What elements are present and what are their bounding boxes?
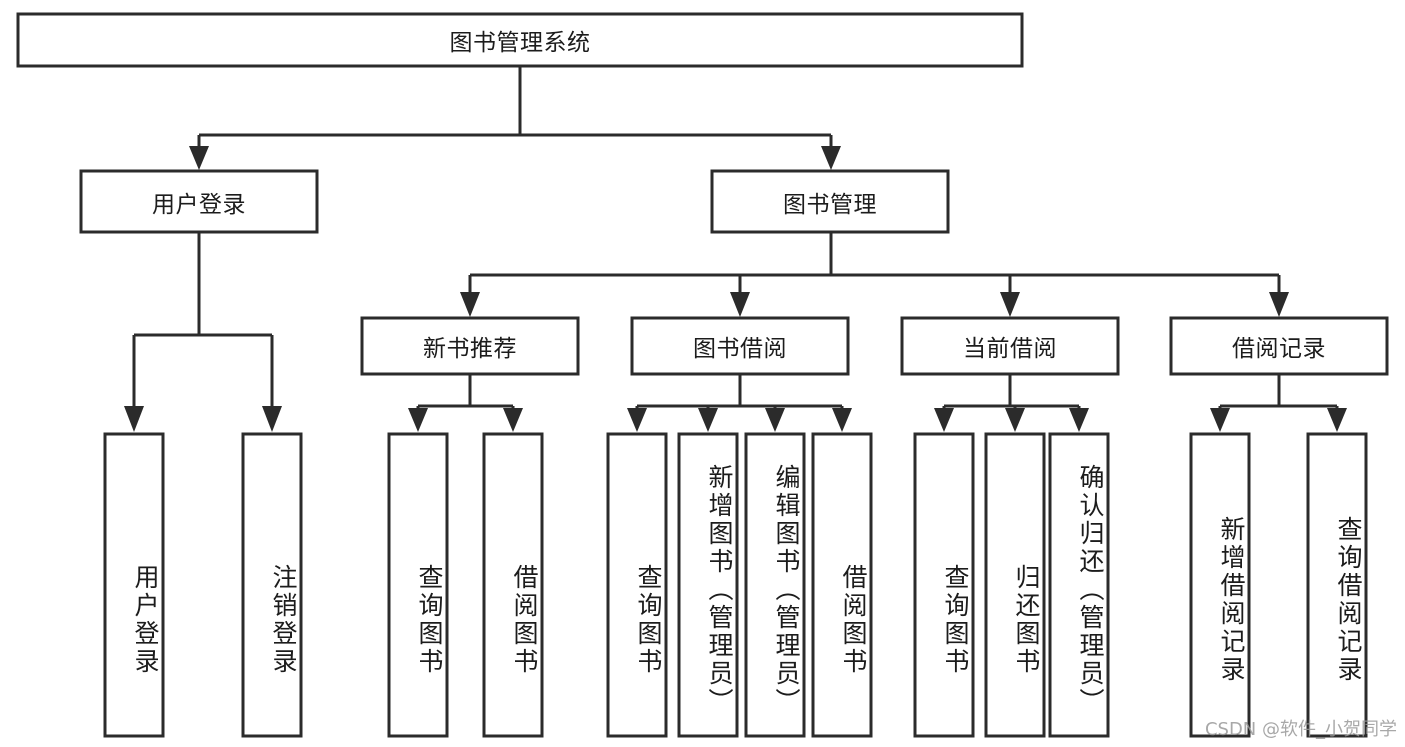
arrow-head-leaf-add-book [698, 408, 718, 432]
leaf-box-query-book-1[interactable] [387, 432, 449, 738]
leaf-box-query-book-2[interactable] [606, 432, 668, 738]
leaf-box-query-record[interactable] [1306, 432, 1368, 738]
arrow-head-leaf-edit-book [765, 408, 785, 432]
leaf-box-user-login[interactable] [103, 432, 165, 738]
arrow-head-new-book-recommend [460, 292, 480, 317]
node-box-book-management[interactable] [710, 169, 950, 234]
arrow-head-leaf-confirm-return [1069, 408, 1089, 432]
arrow-head-leaf-query-record [1327, 408, 1347, 432]
leaf-box-add-book[interactable] [677, 432, 739, 738]
arrow-head-leaf-query-book-1 [408, 408, 428, 432]
arrow-head-leaf-query-book-2 [627, 408, 647, 432]
arrow-head-leaf-return-book [1005, 408, 1025, 432]
arrow-head-leaf-borrow-book-1 [503, 408, 523, 432]
arrow-head-book-mgmt [821, 146, 841, 170]
arrow-head-user-login [189, 146, 209, 170]
node-box-current-borrow[interactable] [900, 316, 1120, 376]
leaf-box-edit-book[interactable] [744, 432, 806, 738]
node-box-borrow-record[interactable] [1169, 316, 1389, 376]
arrow-head-leaf-borrow-book-2 [832, 408, 852, 432]
leaf-box-logout[interactable] [241, 432, 303, 738]
leaf-box-confirm-return[interactable] [1048, 432, 1110, 738]
arrow-head-borrow-record [1269, 292, 1289, 317]
arrow-head-leaf-user-login [124, 406, 144, 432]
node-box-book-borrow[interactable] [630, 316, 850, 376]
leaf-box-query-book-3[interactable] [913, 432, 975, 738]
node-box-new-book-recommend[interactable] [360, 316, 580, 376]
leaf-box-borrow-book-2[interactable] [811, 432, 873, 738]
arrow-head-leaf-query-book-3 [934, 408, 954, 432]
arrow-head-book-borrow [730, 292, 750, 317]
node-box-user-login[interactable] [79, 169, 319, 234]
csdn-watermark: CSDN @软件_小贺同学 [1204, 719, 1397, 740]
arrow-head-leaf-add-record [1210, 408, 1230, 432]
arrow-head-leaf-logout [262, 406, 282, 432]
leaf-box-add-record[interactable] [1189, 432, 1251, 738]
node-box-root[interactable] [16, 12, 1024, 68]
leaf-box-borrow-book-1[interactable] [482, 432, 544, 738]
arrow-head-current-borrow [1000, 292, 1020, 317]
leaf-box-return-book[interactable] [984, 432, 1046, 738]
